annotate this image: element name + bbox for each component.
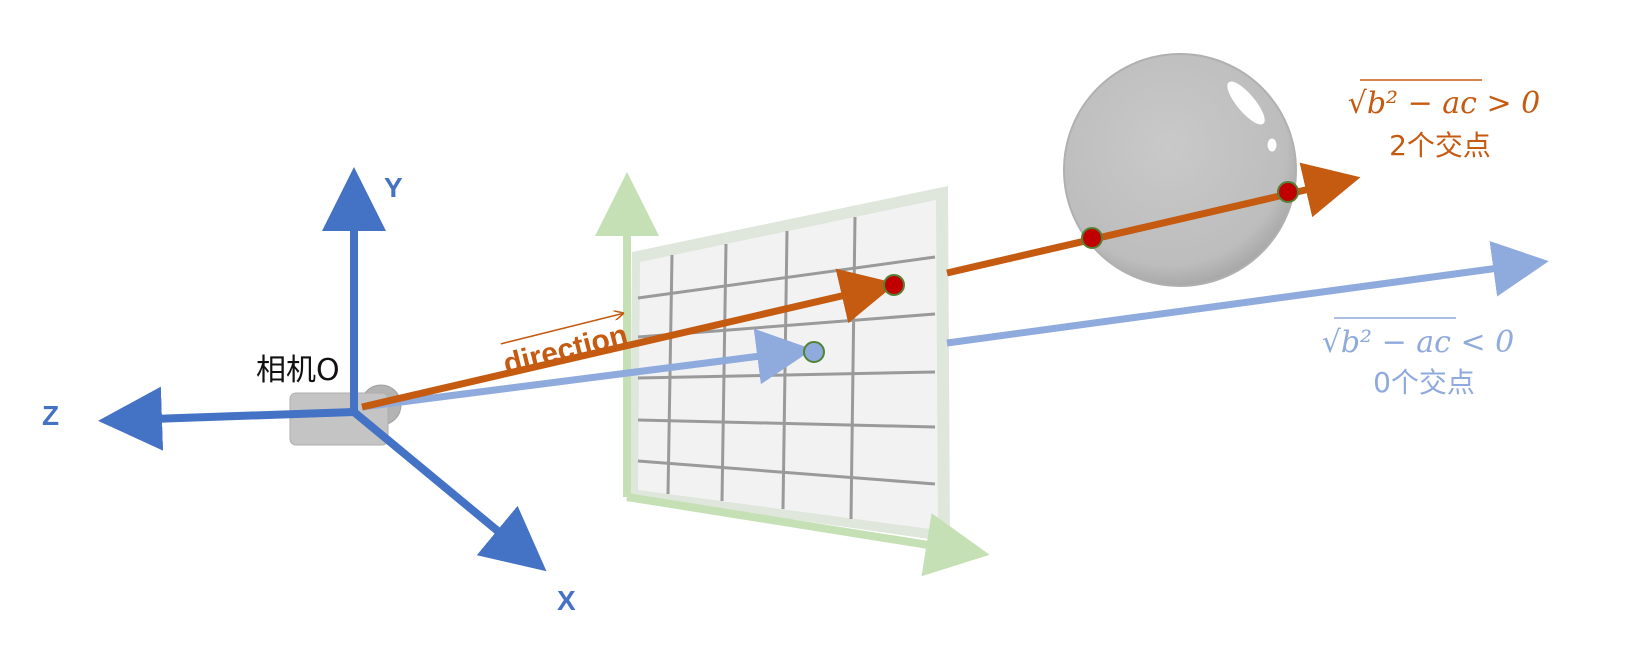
miss-ray xyxy=(361,240,1549,411)
miss-ray-segment-2 xyxy=(946,240,1549,347)
hit-ray-segment-1 xyxy=(361,268,897,411)
miss-ray-segment-1 xyxy=(361,328,813,411)
sphere-highlight-small xyxy=(1267,138,1277,152)
intersection-point-1 xyxy=(1081,227,1103,249)
sphere-body xyxy=(1063,53,1297,287)
z-axis xyxy=(98,386,355,451)
hit-ray-segment-2 xyxy=(946,162,1361,277)
hit-formula: √b² − ac > 0 xyxy=(1348,86,1541,121)
sphere-highlight xyxy=(1227,81,1265,125)
hit-count: 2个交点 xyxy=(1389,129,1491,162)
direction-annotation: direction xyxy=(500,313,631,381)
z-axis-label: Z xyxy=(42,400,59,431)
miss-ray-pixel-point xyxy=(803,341,825,363)
plane-h-axis xyxy=(626,493,990,577)
hit-ray-pixel-point xyxy=(883,274,905,296)
sphere xyxy=(1063,53,1297,287)
hit-ray xyxy=(361,162,1361,411)
world-axes xyxy=(98,167,547,572)
camera-label: 相机O xyxy=(256,353,340,388)
x-axis-label: X xyxy=(557,585,576,616)
y-axis-label: Y xyxy=(384,172,403,203)
miss-count: 0个交点 xyxy=(1373,366,1475,399)
x-axis xyxy=(351,408,547,572)
miss-formula: √b² − ac < 0 xyxy=(1322,325,1515,360)
direction-vector-arrow xyxy=(500,313,623,345)
intersection-point-2 xyxy=(1277,181,1299,203)
